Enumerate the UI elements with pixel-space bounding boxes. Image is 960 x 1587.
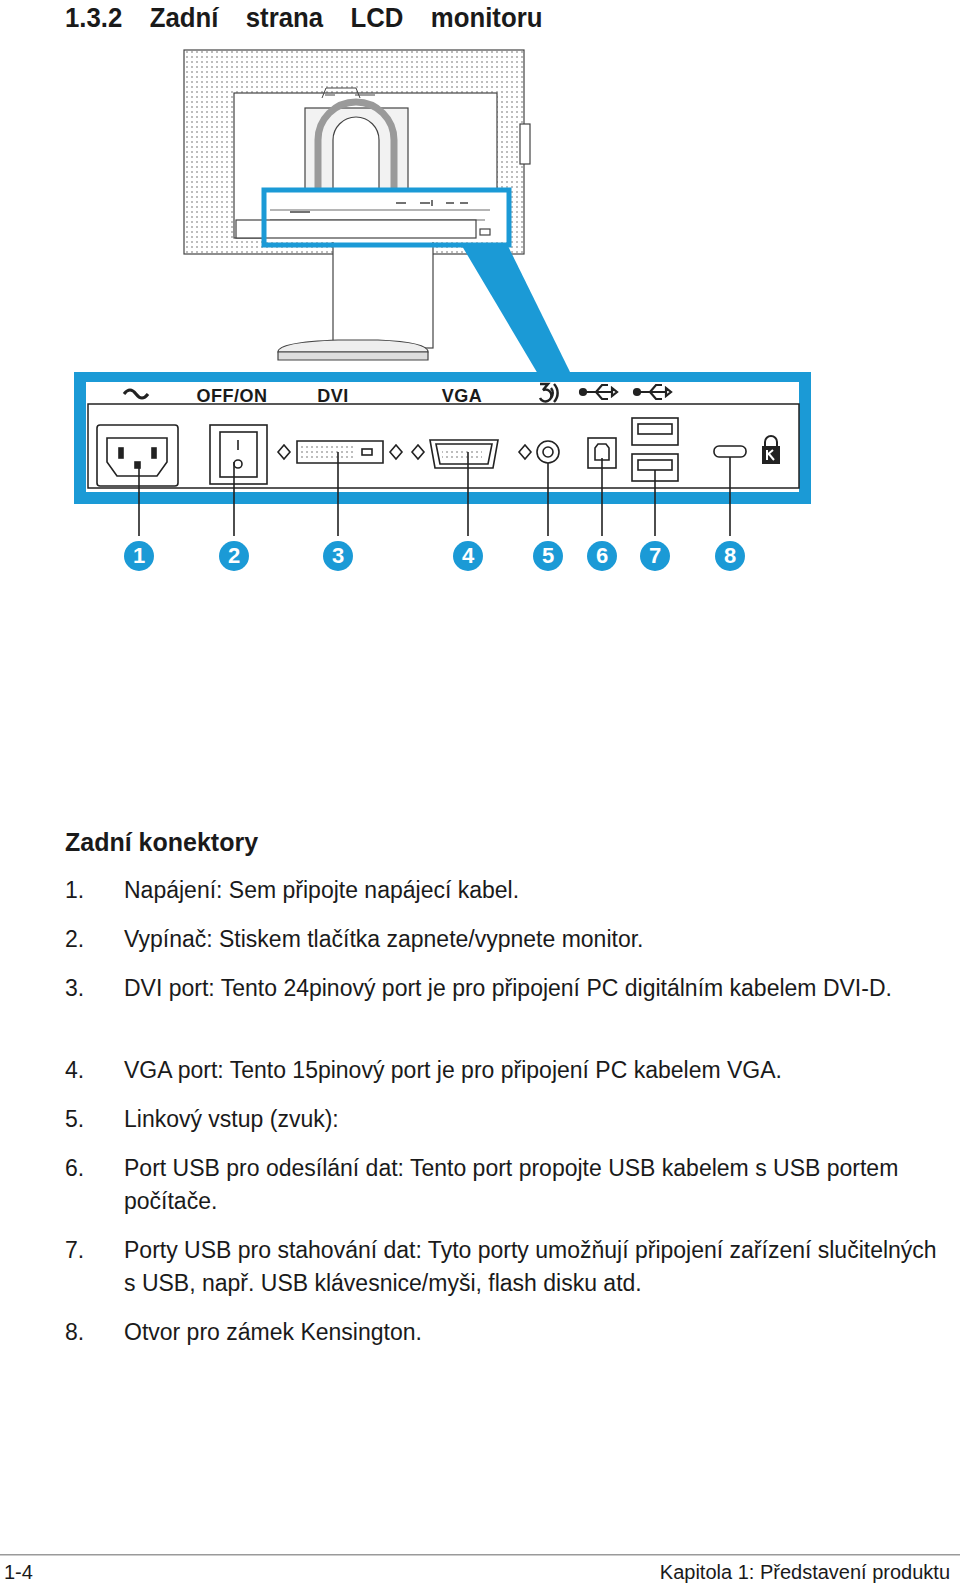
- callout-number-text: 3: [332, 541, 344, 571]
- list-text: DVI port: Tento 24pinový port je pro při…: [124, 972, 946, 1005]
- callout-number: 8: [715, 541, 745, 571]
- port-label: DVI: [317, 385, 349, 407]
- callout-number-text: 1: [133, 541, 145, 571]
- callout-number: 1: [124, 541, 154, 571]
- callout-number-text: 5: [542, 541, 554, 571]
- list-text: Napájení: Sem připojte napájecí kabel.: [124, 874, 946, 907]
- callout-number-text: 8: [724, 541, 736, 571]
- list-number: 2.: [65, 923, 84, 956]
- callout-number: 7: [640, 541, 670, 571]
- page-number: 1-4: [4, 1560, 33, 1584]
- port-label: VGA: [442, 385, 483, 407]
- callout-number: 6: [587, 541, 617, 571]
- callout-number: 2: [219, 541, 249, 571]
- callout-number-text: 7: [649, 541, 661, 571]
- list-text: Linkový vstup (zvuk):: [124, 1103, 946, 1136]
- list-number: 6.: [65, 1152, 84, 1185]
- list-text: VGA port: Tento 15pinový port je pro při…: [124, 1054, 946, 1087]
- callout-number: 4: [453, 541, 483, 571]
- page-title: 1.3.2 Zadní strana LCD monitoru: [65, 1, 542, 35]
- list-text: Port USB pro odesílání dat: Tento port p…: [124, 1152, 946, 1218]
- list-number: 1.: [65, 874, 84, 907]
- chapter-footer: Kapitola 1: Představení produktu: [660, 1560, 950, 1584]
- list-text: Porty USB pro stahování dat: Tyto porty …: [124, 1234, 946, 1300]
- list-number: 4.: [65, 1054, 84, 1087]
- callout-number-text: 6: [596, 541, 608, 571]
- connector-panel: OFF/ON DVI VGA: [74, 372, 811, 504]
- list-text: Otvor pro zámek Kensington.: [124, 1316, 946, 1349]
- list-number: 5.: [65, 1103, 84, 1136]
- list-number: 3.: [65, 972, 84, 1005]
- list-number: 8.: [65, 1316, 84, 1349]
- port-label: OFF/ON: [197, 385, 268, 407]
- callout-number: 3: [323, 541, 353, 571]
- callout-number-text: 4: [462, 541, 474, 571]
- callout-number-text: 2: [228, 541, 240, 571]
- list-text: Vypínač: Stiskem tlačítka zapnete/vypnet…: [124, 923, 946, 956]
- callout-number: 5: [533, 541, 563, 571]
- list-number: 7.: [65, 1234, 84, 1267]
- section-heading: Zadní konektory: [65, 827, 258, 857]
